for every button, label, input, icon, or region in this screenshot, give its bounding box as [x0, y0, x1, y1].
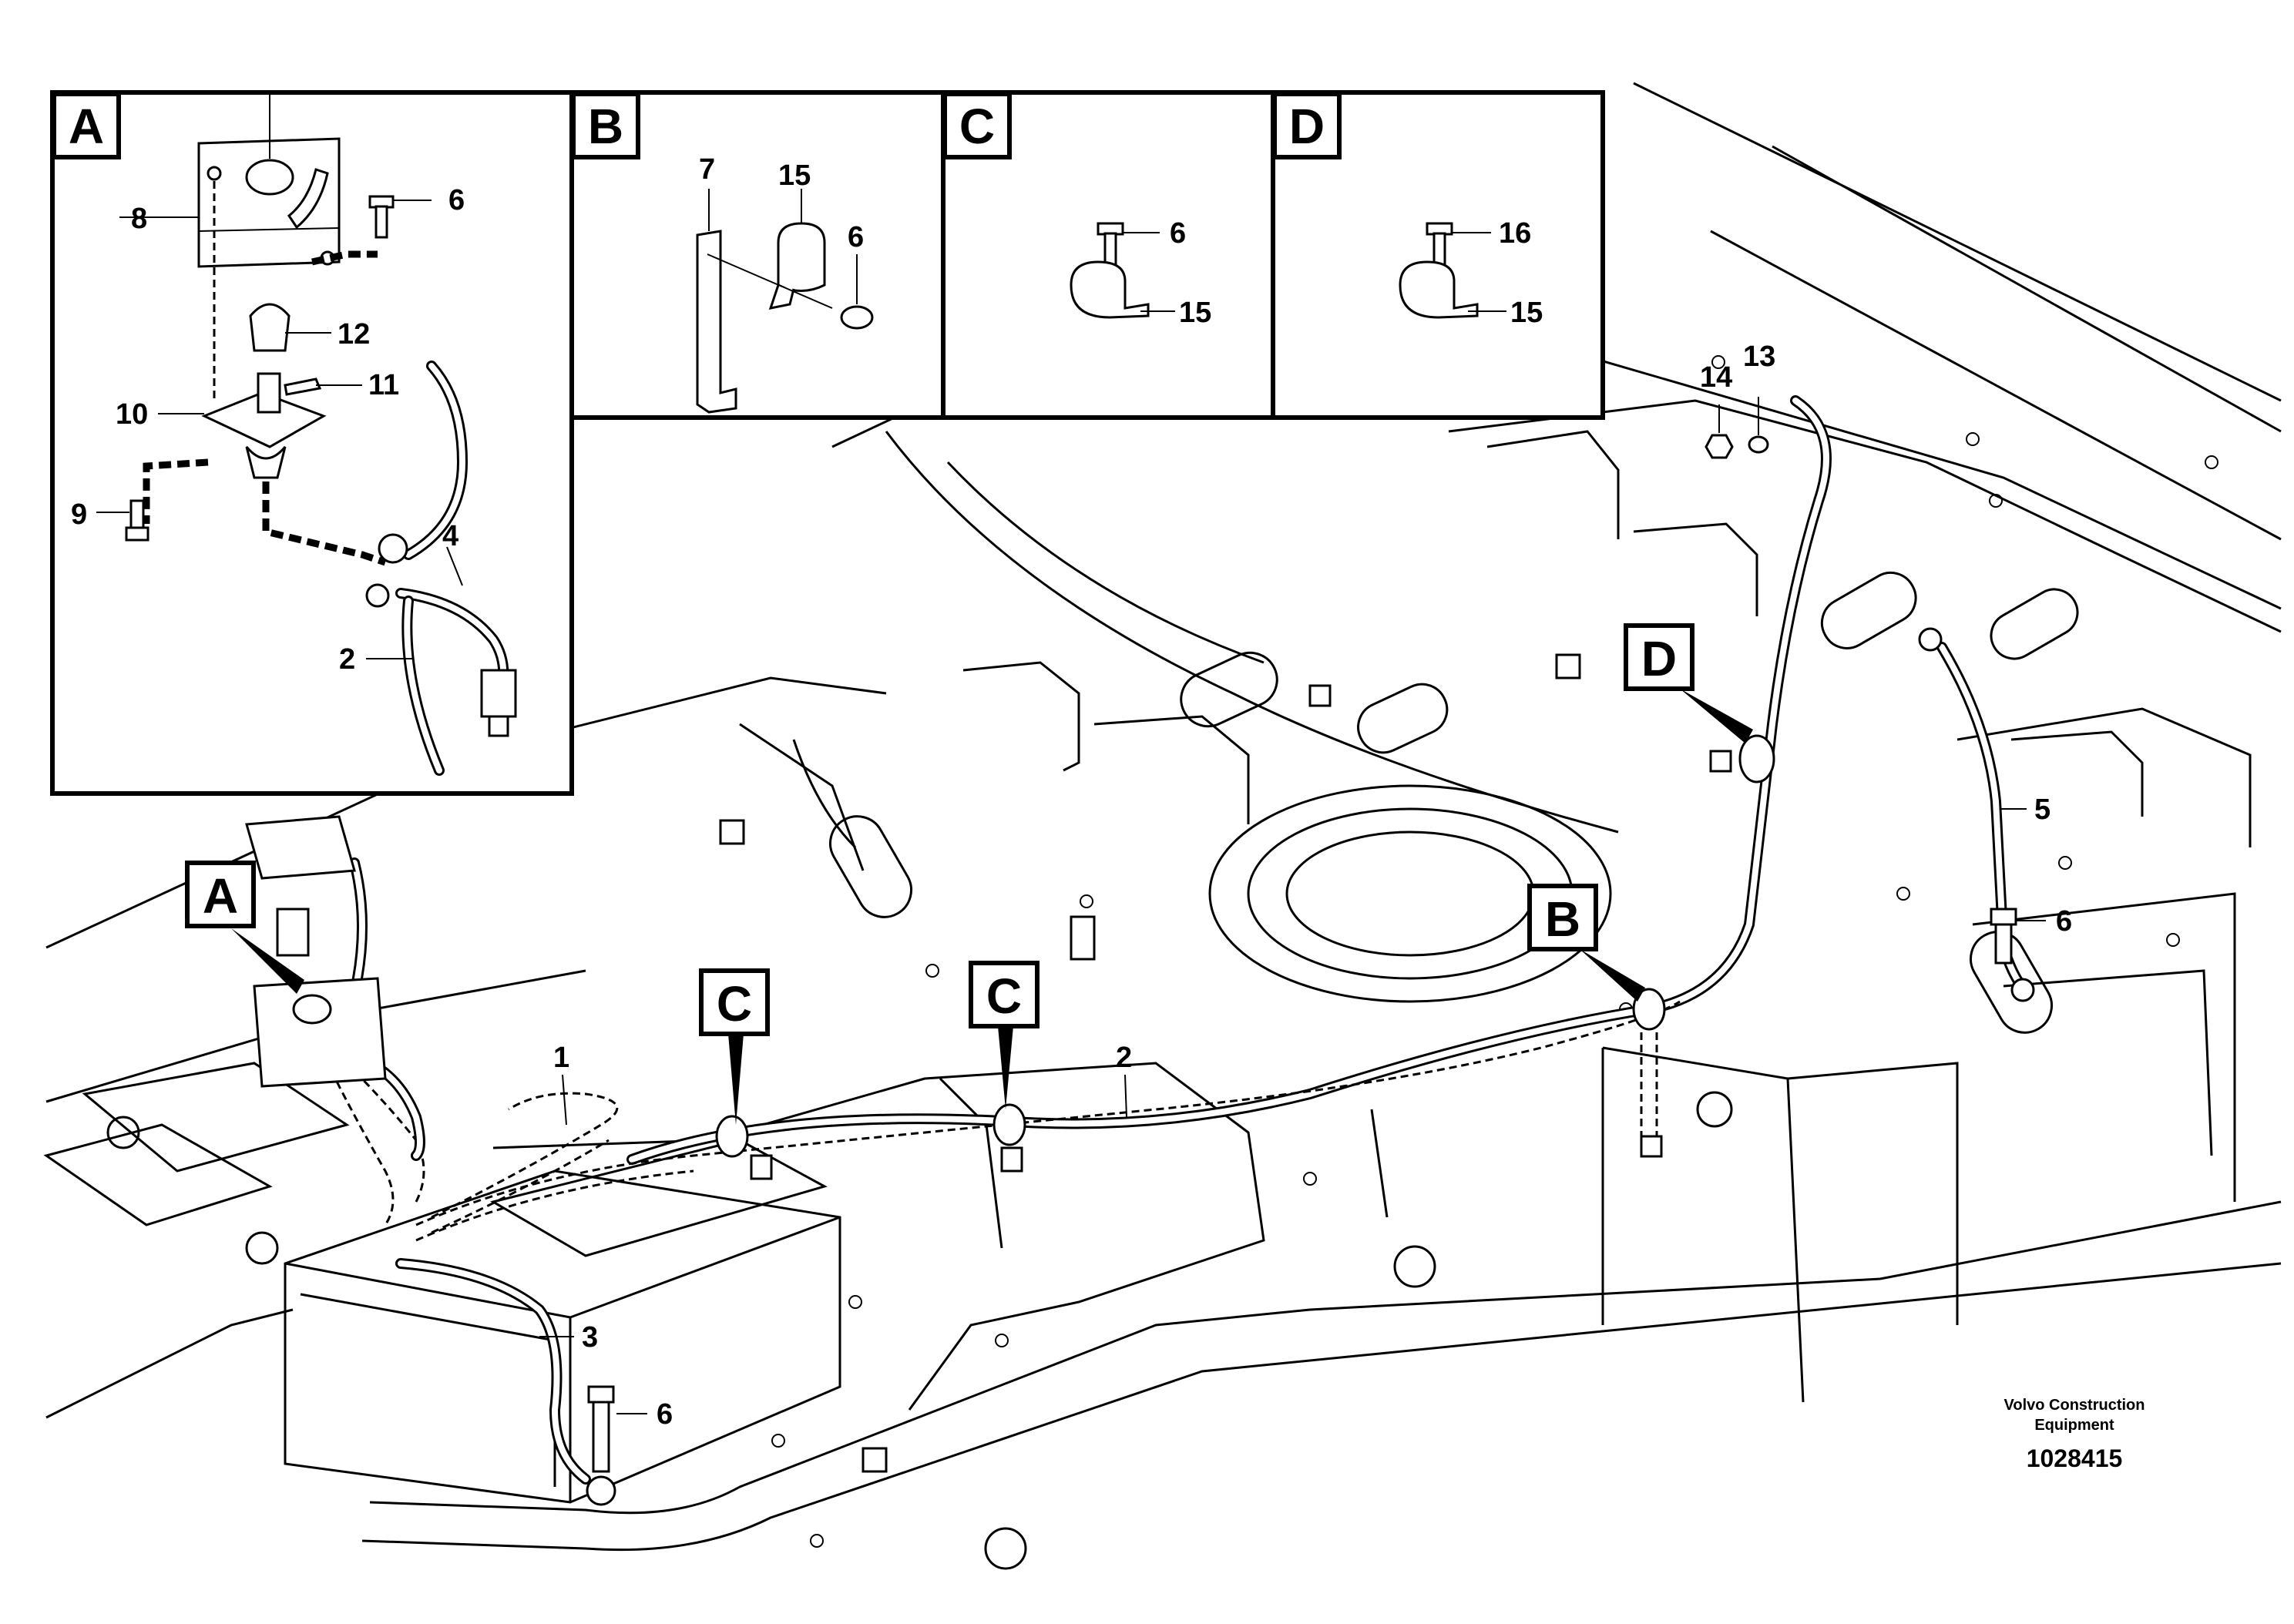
callout-b: B — [1527, 884, 1645, 1002]
detail-a-label-9: 9 — [71, 498, 87, 531]
detail-b-label-15: 15 — [778, 159, 811, 192]
document-number: 1028415 — [2027, 1444, 2123, 1472]
clamp-d — [1709, 734, 1775, 783]
detail-a-label-6: 6 — [448, 184, 465, 216]
clamp-c2 — [992, 1103, 1026, 1173]
callout-c2: C — [969, 961, 1040, 1109]
detail-c: C 6 15 — [941, 90, 1275, 420]
detail-d: D 16 15 — [1271, 90, 1605, 420]
cable-2-hidden — [415, 1000, 1681, 1242]
callout-c1: C — [699, 968, 770, 1125]
callout-c1-letter: C — [717, 976, 752, 1032]
manufacturer-line-2: Equipment — [2034, 1417, 2114, 1434]
label-1: 1 — [553, 1042, 569, 1074]
footer: Volvo Construction Equipment 1028415 — [2004, 1397, 2145, 1472]
washer-13 — [1748, 435, 1769, 454]
frame-outline — [43, 82, 2282, 1570]
detail-a-label-11: 11 — [368, 369, 399, 401]
callout-a-letter: A — [203, 868, 238, 924]
clamp-b — [1632, 988, 1666, 1158]
label-3: 3 — [582, 1321, 598, 1354]
detail-b-badge — [571, 92, 640, 159]
callout-a: A — [185, 861, 304, 994]
detail-c-letter: C — [959, 99, 995, 154]
detail-a-label-8: 8 — [131, 203, 147, 235]
callout-b-letter: B — [1545, 891, 1580, 947]
cable-3 — [395, 1258, 616, 1506]
detail-b-label-7: 7 — [699, 153, 715, 186]
detail-a-badge — [52, 92, 121, 159]
detail-c-label-6: 6 — [1170, 217, 1186, 250]
cable-2-main — [626, 395, 1832, 1165]
callout-c2-letter: C — [986, 968, 1022, 1024]
cable-5 — [1918, 627, 2035, 1002]
detail-d-badge — [1272, 92, 1342, 159]
detail-a-label-4: 4 — [442, 520, 458, 552]
label-2: 2 — [1116, 1042, 1132, 1074]
switch-cables — [330, 857, 425, 1226]
label-6-right: 6 — [2056, 905, 2072, 938]
manufacturer-line-1: Volvo Construction — [2004, 1397, 2145, 1414]
detail-b: B 7 15 6 — [569, 90, 945, 420]
callout-d-letter: D — [1641, 631, 1677, 686]
label-14: 14 — [1700, 361, 1732, 394]
callout-d: D — [1624, 623, 1753, 743]
nut-14 — [1705, 434, 1734, 459]
label-6-lower: 6 — [657, 1398, 673, 1431]
label-5: 5 — [2034, 794, 2050, 826]
detail-d-letter: D — [1289, 99, 1325, 154]
detail-a: A — [50, 90, 574, 796]
detail-a-label-2: 2 — [339, 643, 355, 676]
bolt-6-lower — [587, 1385, 615, 1473]
detail-c-label-15: 15 — [1179, 297, 1211, 329]
detail-d-label-16: 16 — [1499, 217, 1531, 250]
detail-a-letter: A — [69, 99, 104, 154]
main-labels: 1 2 3 5 6 6 13 14 — [539, 341, 2072, 1431]
detail-c-badge — [942, 92, 1012, 159]
battery-switch-main — [245, 815, 387, 1088]
detail-b-label-6: 6 — [848, 221, 864, 253]
detail-a-label-10: 10 — [116, 398, 148, 431]
bolt-6-right — [1990, 908, 2017, 965]
detail-a-label-12: 12 — [338, 318, 370, 351]
detail-b-letter: B — [588, 99, 623, 154]
label-13: 13 — [1743, 341, 1775, 373]
cable-1 — [431, 1092, 619, 1234]
detail-d-label-15: 15 — [1510, 297, 1543, 329]
clamp-c1 — [715, 1115, 773, 1180]
